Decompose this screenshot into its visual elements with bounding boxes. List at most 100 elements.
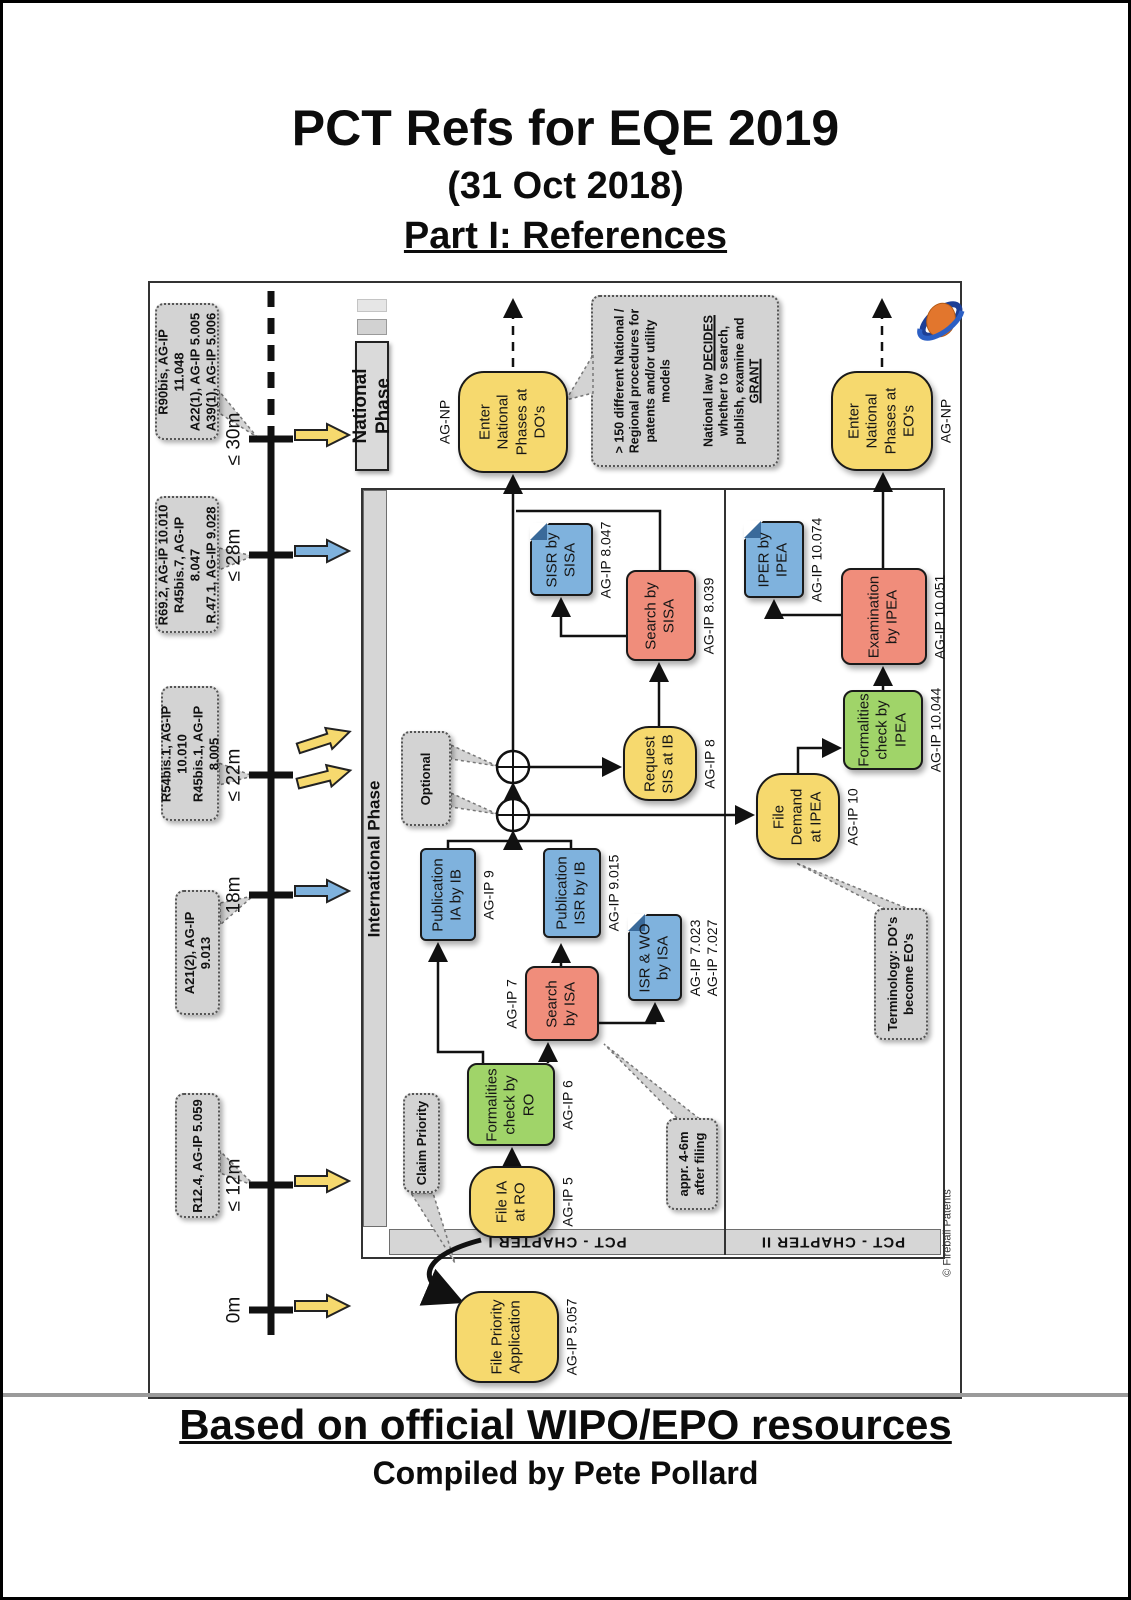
tick-label-0: ≤ 30m [221, 394, 247, 484]
node-searchISA-label: Search by ISA [543, 979, 579, 1028]
callout-optional: Optional [401, 731, 451, 826]
node-formRO: Formalities check by RO [467, 1063, 555, 1146]
callout-appr-4-6m: appr. 4-6m after filing [666, 1118, 718, 1210]
callout-m28: R69.2, AG-IP 10.010 R45bis.7, AG-IP 8.04… [155, 496, 219, 633]
timeline-arrow-3 [295, 763, 353, 790]
node-iper: IPER by IPEA [744, 521, 804, 598]
node-pubIA: Publication IA by IB [408, 848, 476, 941]
node-searchISA: Search by ISA [525, 966, 599, 1041]
international-phase-banner: International Phase [363, 490, 387, 1227]
timeline-arrow-4 [294, 878, 352, 904]
node-pubISR-label: Publication ISR by IB [553, 856, 589, 930]
callout-claim-priority: Claim Priority [403, 1093, 440, 1193]
node-sisr-label: SISR by SISA [543, 531, 579, 588]
connector-12 [551, 597, 626, 638]
page-subtitle-part: Part I: References [403, 215, 728, 257]
node-enterDO-ref-label: AG-NP [436, 399, 453, 445]
node-isrwo-label: ISR & WO by ISA [636, 922, 672, 993]
callout-claim-priority-label: Claim Priority [413, 1100, 429, 1186]
connector-14 [796, 738, 842, 773]
connector-20 [419, 1237, 482, 1306]
footer-divider [3, 1393, 1128, 1397]
node-sisr-ref-label: AG-IP 8.047 [597, 521, 614, 598]
node-requestSIS-label: Request SIS at IB [641, 733, 677, 794]
node-isrwo: ISR & WO by ISA [628, 914, 682, 1001]
node-sisr-ref: AG-IP 8.047 [595, 498, 617, 621]
footer-source: Based on official WIPO/EPO resources [179, 1401, 952, 1448]
node-sisr: SISR by SISA [530, 523, 593, 596]
node-iper-ref-label: AG-IP 10.074 [808, 517, 825, 602]
callout-tail-7 [218, 547, 256, 572]
node-pubIA-ref: AG-IP 9 [478, 823, 500, 966]
node-enterDO-ref: AG-NP [434, 346, 456, 498]
callout-m22: R54bis.1, AG-IP 10.010 R45bis.1, AG-IP 8… [158, 686, 221, 821]
tick-label-3: 18m [221, 850, 247, 940]
tick-label-1-text: ≤ 28m [223, 528, 245, 582]
international-phase-box [361, 488, 945, 1259]
callout-terminology: Terminology: DO's become EO's [874, 908, 928, 1040]
node-formRO-ref-label: AG-IP 6 [559, 1079, 576, 1130]
node-enterDO: Enter National Phases at DO's [458, 371, 568, 473]
callout-tail-2 [450, 791, 498, 815]
node-pubIA-label: Publication IA by IB [429, 857, 465, 932]
callout-m12: R12.4, AG-IP 5.059 [175, 1093, 220, 1218]
node-requestSIS-ref-label: AG-IP 8 [701, 738, 718, 789]
node-searchSISA: Search by SISA [626, 570, 696, 661]
callout-m30-label: R90bis, AG-IP 11.048 A22(1), AG-IP 5.005… [155, 312, 218, 431]
connector-16 [764, 599, 841, 619]
diagram-frame [148, 281, 962, 1399]
callout-terminology-label: Terminology: DO's become EO's [885, 916, 916, 1032]
timeline-arrow-1 [294, 538, 352, 564]
node-filePriority-label: File Priority Application [488, 1299, 524, 1375]
timeline-arrow-0 [294, 422, 352, 448]
node-fileDemand: File Demand at IPEA [756, 773, 840, 860]
node-searchISA-ref-label: AG-IP 7 [503, 978, 520, 1029]
callout-m18: A21(2), AG-IP 9.013 [175, 890, 220, 1015]
callout-m30: R90bis, AG-IP 11.048 A22(1), AG-IP 5.005… [155, 303, 219, 440]
national-law-callout: > 150 different National / Regional proc… [591, 295, 779, 467]
node-iper-ref: AG-IP 10.074 [806, 496, 828, 623]
tick-label-3-text: 18m [223, 876, 245, 914]
node-examIPEA-ref: AG-IP 10.051 [929, 543, 951, 690]
fireball-logo-icon [917, 301, 965, 341]
node-fileIA: File IA at RO [469, 1166, 555, 1238]
node-filePriority-ref-label: AG-IP 5.057 [563, 1298, 580, 1376]
callout-tail-1 [450, 743, 498, 767]
node-formIPEA-label: Formalities check by IPEA [855, 693, 910, 767]
tick-label-0-text: ≤ 30m [223, 412, 245, 466]
node-requestSIS-ref: AG-IP 8 [699, 701, 721, 826]
callout-tail-5 [409, 1192, 456, 1264]
callout-tail-10 [219, 1149, 256, 1187]
node-fileIA-label: File IA at RO [493, 1180, 529, 1224]
tick-label-5: 0m [221, 1265, 247, 1355]
node-fileDemand-label: File Demand at IPEA [770, 788, 825, 845]
node-enterEO-ref-label: AG-NP [937, 398, 954, 444]
node-searchSISA-label: Search by SISA [642, 581, 678, 650]
connector-9 [516, 509, 662, 570]
node-requestSIS: Request SIS at IB [623, 726, 697, 801]
national-phase-banner: National Phase [350, 341, 394, 471]
node-filePriority: File Priority Application [455, 1291, 559, 1383]
node-searchSISA-ref: AG-IP 8.039 [698, 545, 720, 686]
tick-label-5-text: 0m [223, 1296, 245, 1324]
footer-author: Compiled by Pete Pollard [372, 1455, 759, 1491]
timeline-arrow-6 [294, 1293, 352, 1319]
node-examIPEA-label: Examination by IPEA [865, 575, 901, 658]
node-examIPEA: Examination by IPEA [841, 568, 927, 665]
node-pubISR: Publication ISR by IB [531, 848, 601, 938]
callout-tail-8 [218, 761, 256, 786]
node-enterDO-label: Enter National Phases at DO's [476, 388, 549, 456]
callout-tail-0 [564, 352, 594, 402]
node-iper-label: IPER by IPEA [755, 531, 791, 588]
node-isrwo-ref-label: AG-IP 7.023 AG-IP 7.027 [686, 919, 720, 996]
page-subtitle-date: (31 Oct 2018) [447, 165, 684, 207]
connector-2 [428, 942, 485, 1063]
node-enterEO-ref: AG-NP [935, 346, 957, 496]
national-phase-fade1 [357, 319, 387, 335]
callout-tail-9 [219, 894, 256, 927]
page-title: PCT Refs for EQE 2019 [291, 100, 840, 156]
timeline-arrow-5 [294, 1168, 352, 1194]
node-searchSISA-ref-label: AG-IP 8.039 [700, 577, 717, 654]
tick-label-1: ≤ 28m [221, 510, 247, 600]
tick-label-4: ≤ 12m [221, 1140, 247, 1230]
